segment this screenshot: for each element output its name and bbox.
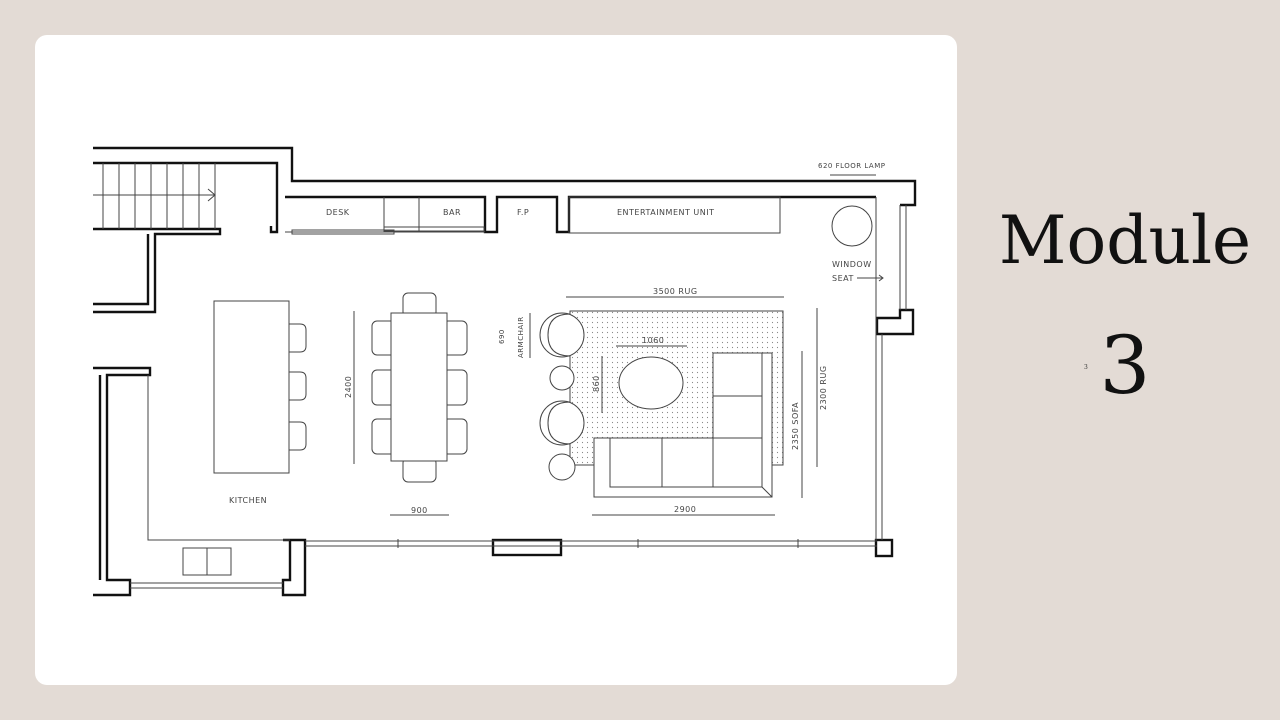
floor-lamp-label: 620 FLOOR LAMP (818, 162, 885, 170)
table-length-label: 2400 (344, 376, 353, 398)
desk-label: DESK (326, 208, 350, 217)
armchair-label: ARMCHAIR (517, 316, 525, 358)
coffee-table-depth-label: 860 (592, 375, 601, 392)
floor-lamp: 620 FLOOR LAMP (818, 162, 885, 247)
module-number: 3 (1099, 319, 1151, 412)
small-number: 3 (1084, 364, 1088, 371)
fireplace-label: F.P (517, 208, 529, 217)
table-width-label: 900 (411, 506, 428, 515)
rug-depth-label: 2300 RUG (819, 365, 828, 410)
stairs (93, 163, 216, 229)
armchair-size-label: 690 (498, 329, 506, 344)
floor-plan-card (35, 35, 957, 685)
walls (93, 146, 917, 597)
living-area: 3500 RUG 1060 860 2900 2350 SOFA 2300 RU… (498, 287, 828, 516)
slide-title: Module (998, 202, 1252, 279)
bar-label: BAR (443, 208, 461, 217)
kitchen: KITCHEN (147, 300, 307, 576)
dining-table: 2400 900 (344, 292, 468, 516)
kitchen-label: KITCHEN (229, 496, 267, 505)
rug-width-label: 3500 RUG (653, 287, 698, 296)
sofa-width-label: 2900 (674, 505, 696, 514)
coffee-table-width-label: 1060 (642, 336, 664, 345)
windows (130, 197, 907, 589)
window-seat-label-2: SEAT (832, 274, 854, 283)
entertainment-unit-label: ENTERTAINMENT UNIT (617, 208, 715, 217)
window-seat-label-1: WINDOW (832, 260, 872, 269)
sofa-depth-label: 2350 SOFA (791, 402, 800, 450)
window-seat: WINDOW SEAT (832, 260, 884, 283)
built-ins: DESK BAR F.P ENTERTAINMENT UNIT (285, 196, 781, 235)
